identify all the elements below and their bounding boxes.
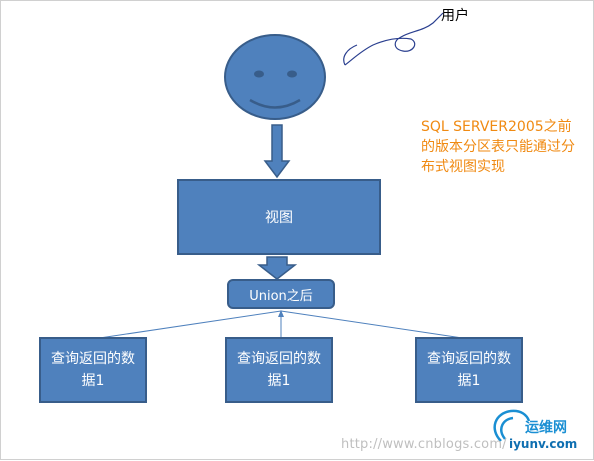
handdrawn-squiggle [343,12,444,66]
data-box-label: 查询返回的数据1 [51,351,135,389]
connector-line-1 [92,310,282,340]
data-box-1: 查询返回的数据1 [39,337,147,403]
data-box-2: 查询返回的数据1 [225,337,333,403]
watermark-logo-text: 运维网 [525,420,567,436]
data-box-label: 查询返回的数据1 [427,351,511,389]
smiley-face-icon [224,34,326,120]
smiley-left-eye [254,70,264,78]
connector-arrowhead [278,310,284,317]
watermark-url: http://www.cnblogs.com/ [341,437,507,452]
connector-line-3 [280,310,470,340]
data-box-3: 查询返回的数据1 [415,337,523,403]
view-box: 视图 [177,179,381,255]
union-box: Union之后 [227,279,335,309]
arrow-user-to-view [263,124,291,179]
smiley-right-eye [287,70,297,78]
watermark-logo-sub: iyunv.com [509,437,578,451]
union-box-label: Union之后 [249,288,313,304]
data-box-label: 查询返回的数据1 [237,351,321,389]
note-text: SQL SERVER2005之前的版本分区表只能通过分布式视图实现 [421,119,575,175]
view-box-label: 视图 [265,210,293,226]
smiley-mouth [249,98,301,109]
watermark-logo-icon [493,409,531,442]
arrow-view-to-union [256,256,298,280]
user-label: 用户 [441,8,469,24]
